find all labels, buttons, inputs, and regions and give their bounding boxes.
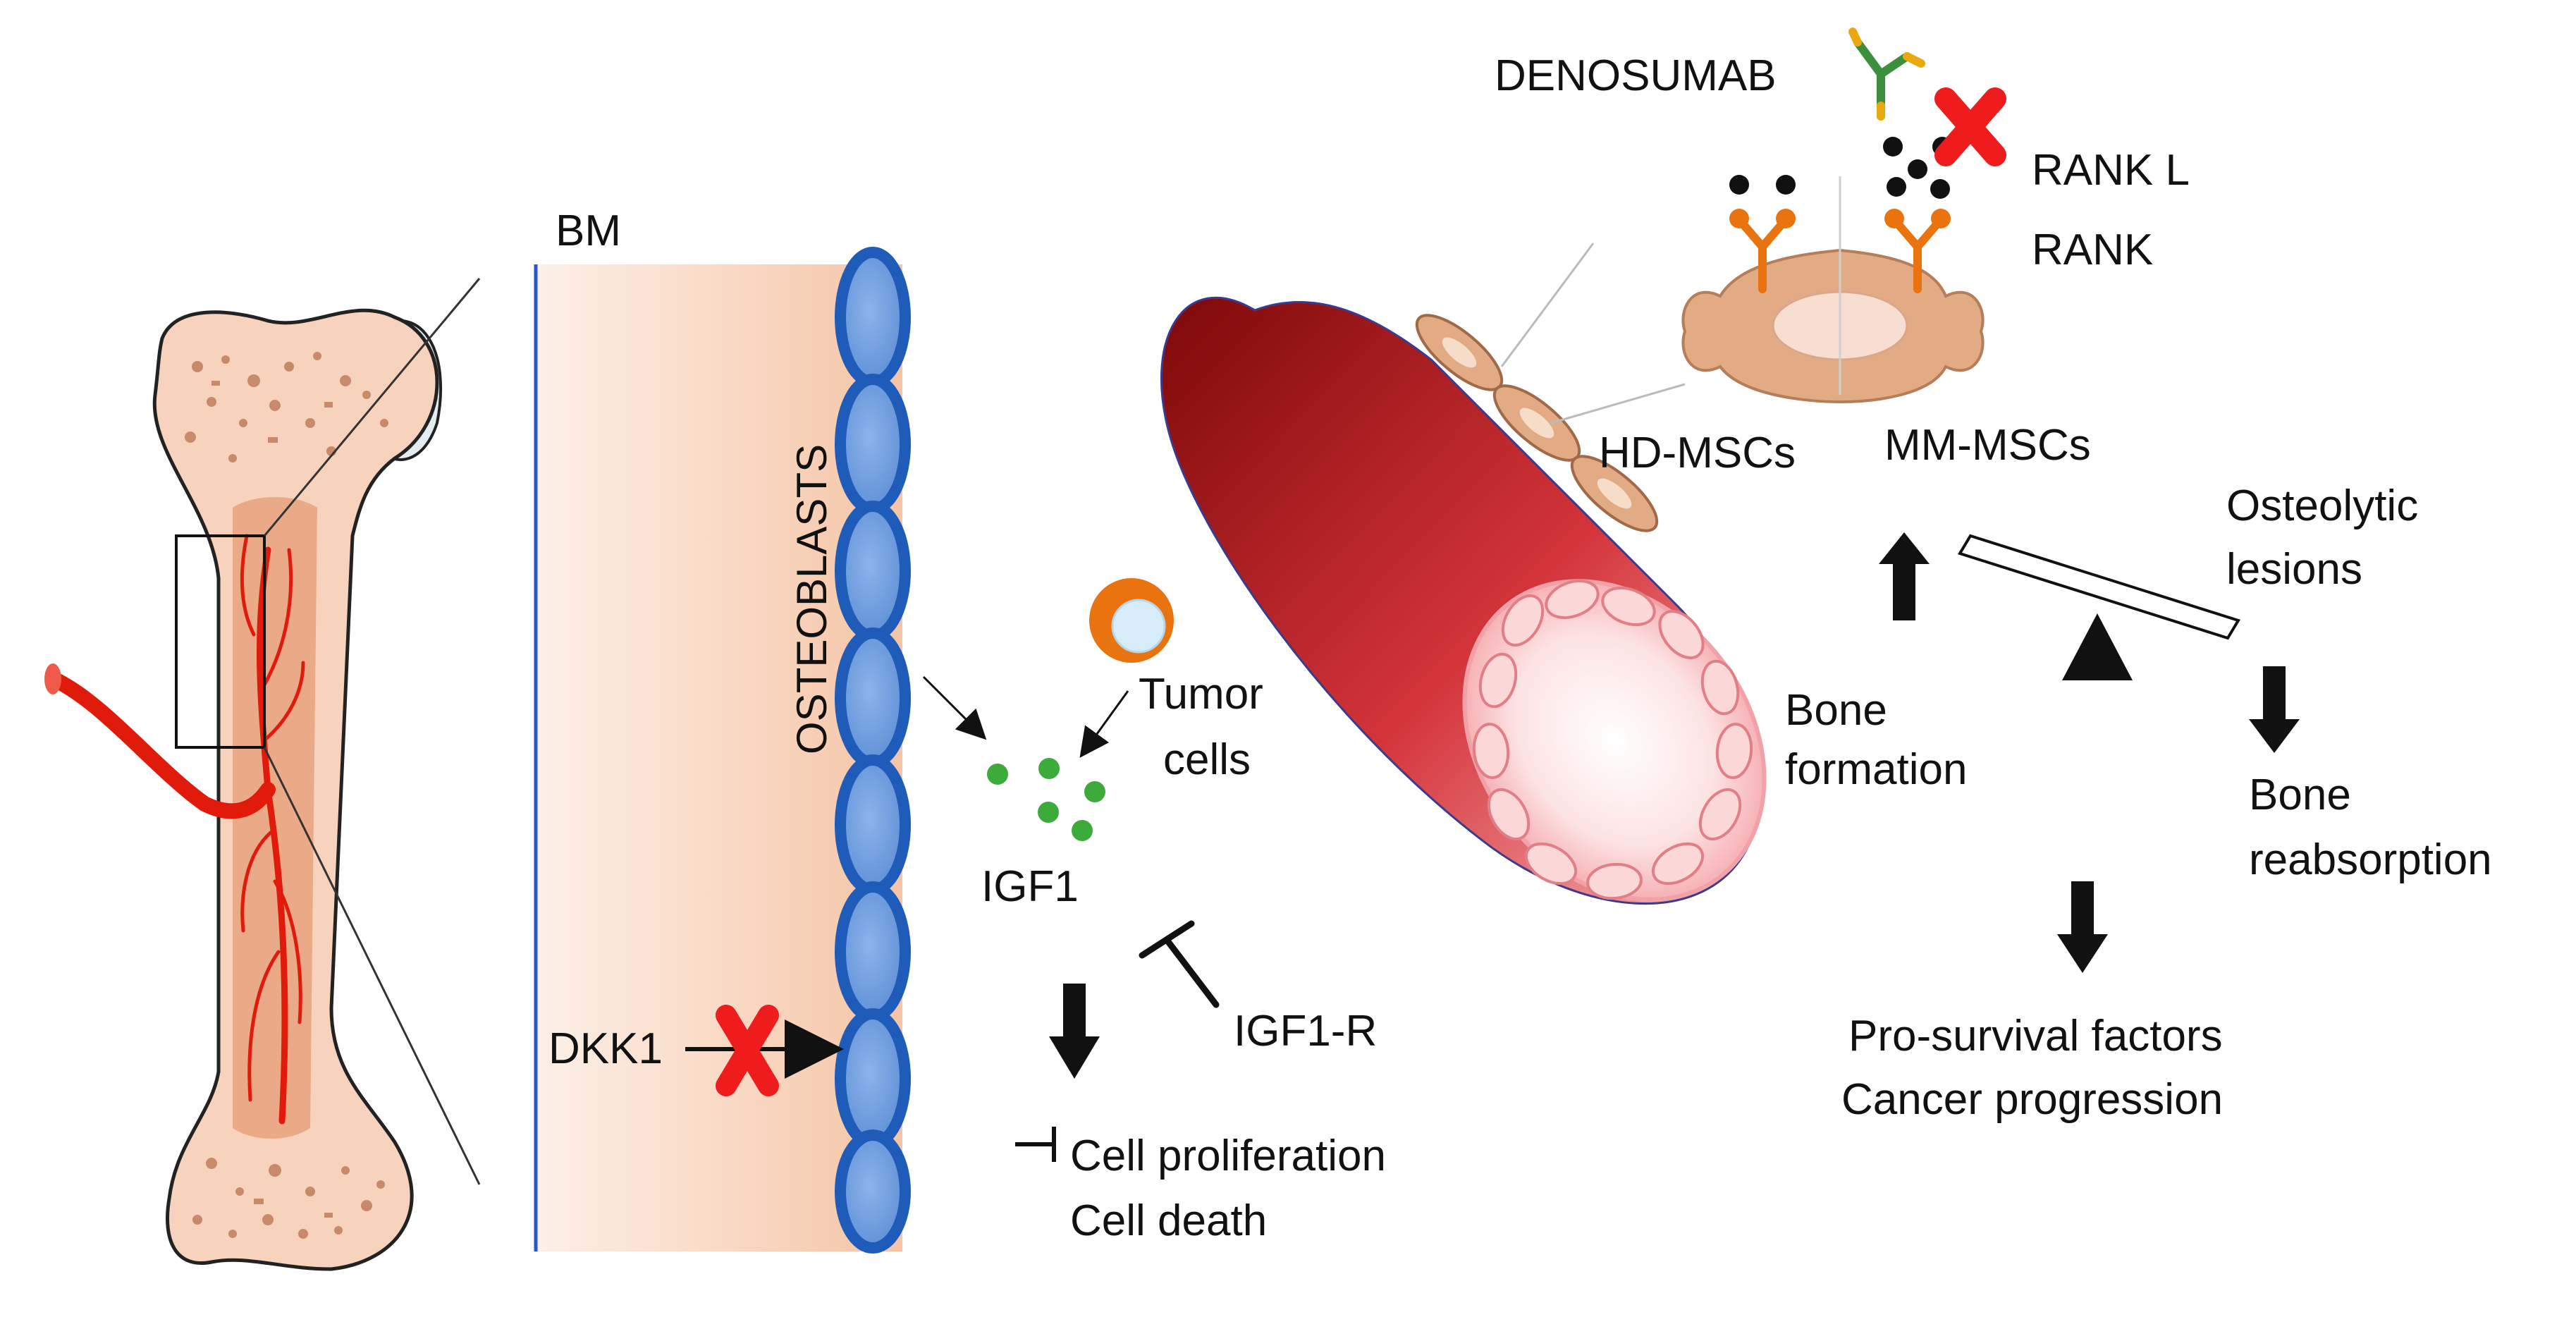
hd-mscs-pointer-2 — [1550, 383, 1686, 424]
bone-balance: Bone formation Osteolytic lesions Bone r… — [1785, 482, 2492, 1124]
osteoblast-cell — [835, 247, 911, 388]
rankl-molecules — [1729, 137, 1952, 199]
osteoblast-layer — [835, 247, 911, 1254]
osteoblasts-label: OSTEOBLASTS — [788, 444, 835, 754]
trabecular-texture-bottom — [192, 1158, 385, 1239]
hd-mscs-pointer — [1500, 243, 1595, 367]
igf1-signaling: Tumor cells IGF1 IGF1-R Cell proliferati… — [922, 578, 1386, 1245]
msc-rank-signaling: DENOSUMAB RANK L RANK HD-MSCs MM-MSCs — [1495, 27, 2190, 477]
bone-formation-label-line1: Bone — [1785, 686, 1887, 735]
denosumab-label: DENOSUMAB — [1495, 51, 1777, 100]
osteoblast-cell — [835, 501, 911, 642]
pro-survival-label: Pro-survival factors — [1848, 1012, 2223, 1060]
igf1-label: IGF1 — [981, 862, 1079, 911]
osteolytic-label-line2: lesions — [2226, 545, 2362, 594]
dkk1-label: DKK1 — [548, 1024, 663, 1073]
hd-mscs-label: HD-MSCs — [1599, 429, 1796, 477]
zoom-line-top — [263, 278, 481, 537]
bone-reabsorption-label-line1: Bone — [2249, 771, 2351, 819]
tumor-cell-nucleus — [1111, 599, 1166, 654]
dkk1-block-x-icon — [716, 1005, 779, 1096]
igf1-molecules — [987, 758, 1105, 841]
balance-fulcrum-icon — [2062, 613, 2133, 680]
bone-formation-up-arrow-icon — [1879, 532, 1930, 620]
denosumab-block-x-icon — [1934, 87, 2006, 166]
rankl-label: RANK L — [2032, 146, 2190, 195]
trabecular-texture-top — [185, 352, 388, 463]
osteoblast-cell — [835, 1129, 911, 1254]
mm-mscs-label: MM-MSCs — [1884, 421, 2091, 470]
long-bone-illustration — [44, 278, 481, 1271]
perivascular-nuclei — [1442, 337, 1632, 509]
blood-vessel — [1160, 243, 1767, 905]
osteoblast-to-igf1-arrow — [922, 675, 987, 740]
tumor-cells-label-line1: Tumor — [1139, 670, 1263, 718]
bone-reabsorption-down-arrow-icon — [2249, 666, 2300, 753]
rank-label: RANK — [2032, 226, 2153, 274]
osteoblast-cell — [835, 881, 911, 1022]
zoom-line-bottom — [263, 747, 481, 1185]
osteoblast-cell — [835, 374, 911, 515]
cancer-progression-label: Cancer progression — [1841, 1075, 2223, 1124]
bone-formation-label-line2: formation — [1785, 745, 1967, 794]
artery-opening — [44, 663, 61, 694]
cancer-down-arrow-icon — [2057, 881, 2108, 973]
nutrient-artery — [49, 534, 305, 1125]
endothelial-ring — [1472, 579, 1753, 900]
cell-death-label: Cell death — [1070, 1196, 1267, 1245]
bm-label: BM — [556, 207, 621, 255]
igf1r-label: IGF1-R — [1234, 1007, 1377, 1055]
bone-reabsorption-label-line2: reabsorption — [2249, 835, 2492, 884]
cell-proliferation-label: Cell proliferation — [1070, 1132, 1386, 1180]
igf1r-inhibitor-icon — [1139, 920, 1220, 1008]
zoom-region-box — [175, 534, 266, 749]
osteoblast-cell — [835, 627, 911, 769]
balance-beam — [1957, 534, 2241, 640]
rank-receptor-heads — [1729, 209, 1951, 228]
proliferation-inhibit-icon — [1015, 1127, 1056, 1162]
tumor-cells-label-line2: cells — [1163, 735, 1251, 784]
tumor-to-igf1-arrow — [1079, 690, 1129, 758]
osteoblast-cell — [835, 754, 911, 895]
bone-marrow-panel: BM OSTEOBLASTS DKK1 — [534, 207, 911, 1254]
antibody-icon — [1848, 27, 1925, 121]
osteoblast-cell — [835, 1008, 911, 1149]
igf1-down-arrow-icon — [1049, 984, 1100, 1079]
osteolytic-label-line1: Osteolytic — [2226, 482, 2418, 530]
